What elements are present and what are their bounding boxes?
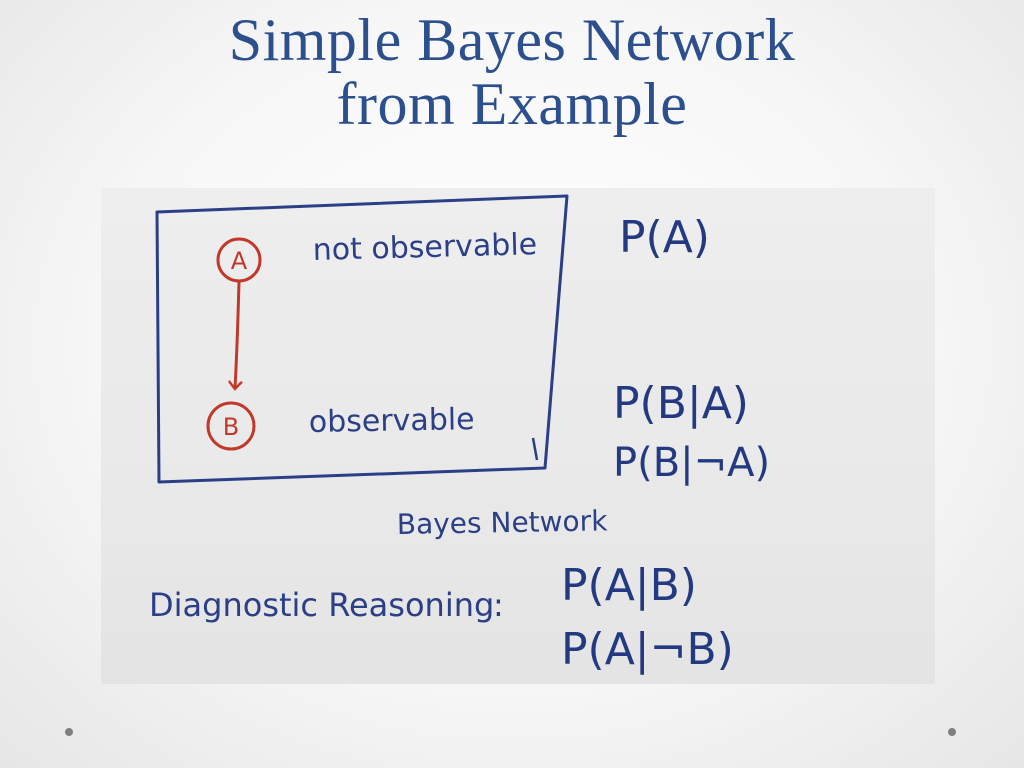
network-box — [155, 194, 569, 484]
slide-title-line-1: Simple Bayes Network — [228, 7, 796, 73]
reasoning-colon: : — [493, 586, 504, 624]
reasoning-label: Diagnostic Reasoning — [149, 586, 494, 624]
slide-title-line-2: from Example — [336, 71, 688, 137]
network-box-tick — [531, 437, 539, 461]
network-caption: Bayes Network — [397, 504, 609, 541]
whiteboard-photo: A B not observable observable P(A) P(B|A… — [101, 188, 935, 684]
node-a-circle — [216, 237, 262, 283]
slide-title: Simple Bayes Network from Example — [0, 8, 1024, 136]
formula-cond-2: P(B|¬A) — [613, 440, 770, 486]
node-a-note: not observable — [312, 227, 537, 268]
slide-dot-right — [948, 728, 956, 736]
bayes-network-diagram: A B not observable observable P(A) P(B|A… — [149, 194, 770, 675]
formula-cond-1: P(B|A) — [613, 378, 749, 429]
node-b-circle — [206, 401, 256, 451]
formula-diag-2: P(A|¬B) — [561, 624, 734, 675]
slide-dot-left — [65, 728, 73, 736]
node-b-note: observable — [309, 402, 475, 440]
node-b-label: B — [223, 413, 239, 441]
formula-diag-1: P(A|B) — [561, 560, 697, 611]
edge-a-to-b — [235, 281, 239, 388]
formula-prior: P(A) — [619, 212, 710, 263]
node-a-label: A — [231, 247, 248, 275]
